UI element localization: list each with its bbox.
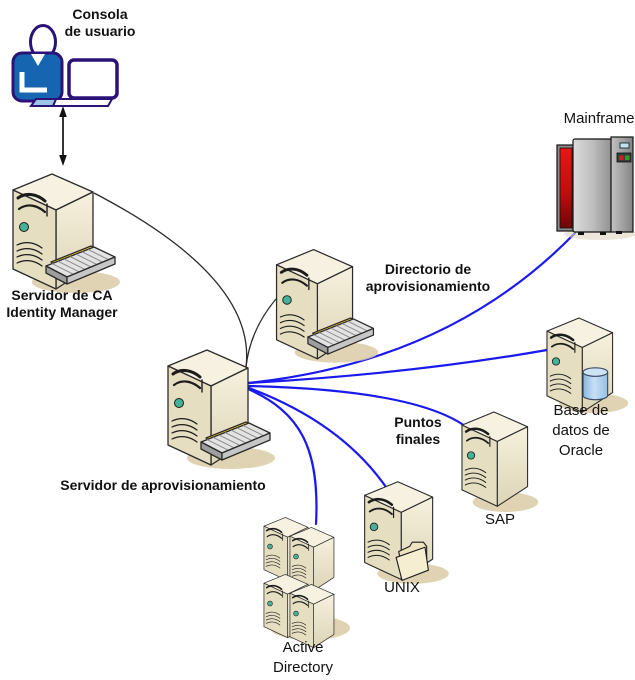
- mainframe-icon: [556, 136, 635, 240]
- mainframe-red-light: [619, 155, 624, 160]
- label-mainframe: Mainframe: [563, 110, 635, 127]
- label-endpoints: Puntos finales: [394, 414, 442, 447]
- label-oracle-db: Base de datos de Oracle: [552, 402, 610, 459]
- sap-server-icon: [460, 410, 539, 512]
- label-im-server: Servidor de CA Identity Manager: [6, 287, 118, 320]
- label-prov-server: Servidor de aprovisionamiento: [60, 477, 266, 493]
- unix-server-icon: [363, 480, 449, 584]
- connector-provserver-sap: [247, 384, 471, 431]
- connector-provserver-ad: [246, 387, 318, 526]
- connector-imserver-provserver: [93, 192, 248, 368]
- laptop-icon: [67, 58, 119, 100]
- connector-provserver-unix: [247, 386, 392, 495]
- label-active-directory: Active Directory: [272, 639, 334, 676]
- mainframe-display-light: [619, 142, 630, 149]
- prov-server-icon: [166, 348, 275, 469]
- user-console-icon: [11, 24, 119, 107]
- prov-directory-icon: [275, 248, 379, 363]
- label-user-console: Consola de usuario: [64, 6, 136, 39]
- connectors: [93, 192, 577, 526]
- connector-provserver-mainframe: [246, 231, 577, 385]
- double-arrow-icon: [59, 106, 67, 166]
- database-cylinder-icon: [582, 367, 609, 401]
- label-prov-directory: Directorio de aprovisionamiento: [365, 261, 491, 294]
- label-sap: SAP: [484, 511, 516, 528]
- connector-provserver-oracle: [246, 348, 549, 385]
- active-directory-icon: [263, 516, 350, 649]
- mainframe-green-light: [625, 155, 630, 160]
- connector-directory-provserver: [245, 298, 277, 368]
- im-server-icon: [11, 172, 120, 293]
- oracle-server-icon: [545, 316, 629, 414]
- label-unix: UNIX: [384, 579, 420, 596]
- folder-icon: [395, 541, 429, 581]
